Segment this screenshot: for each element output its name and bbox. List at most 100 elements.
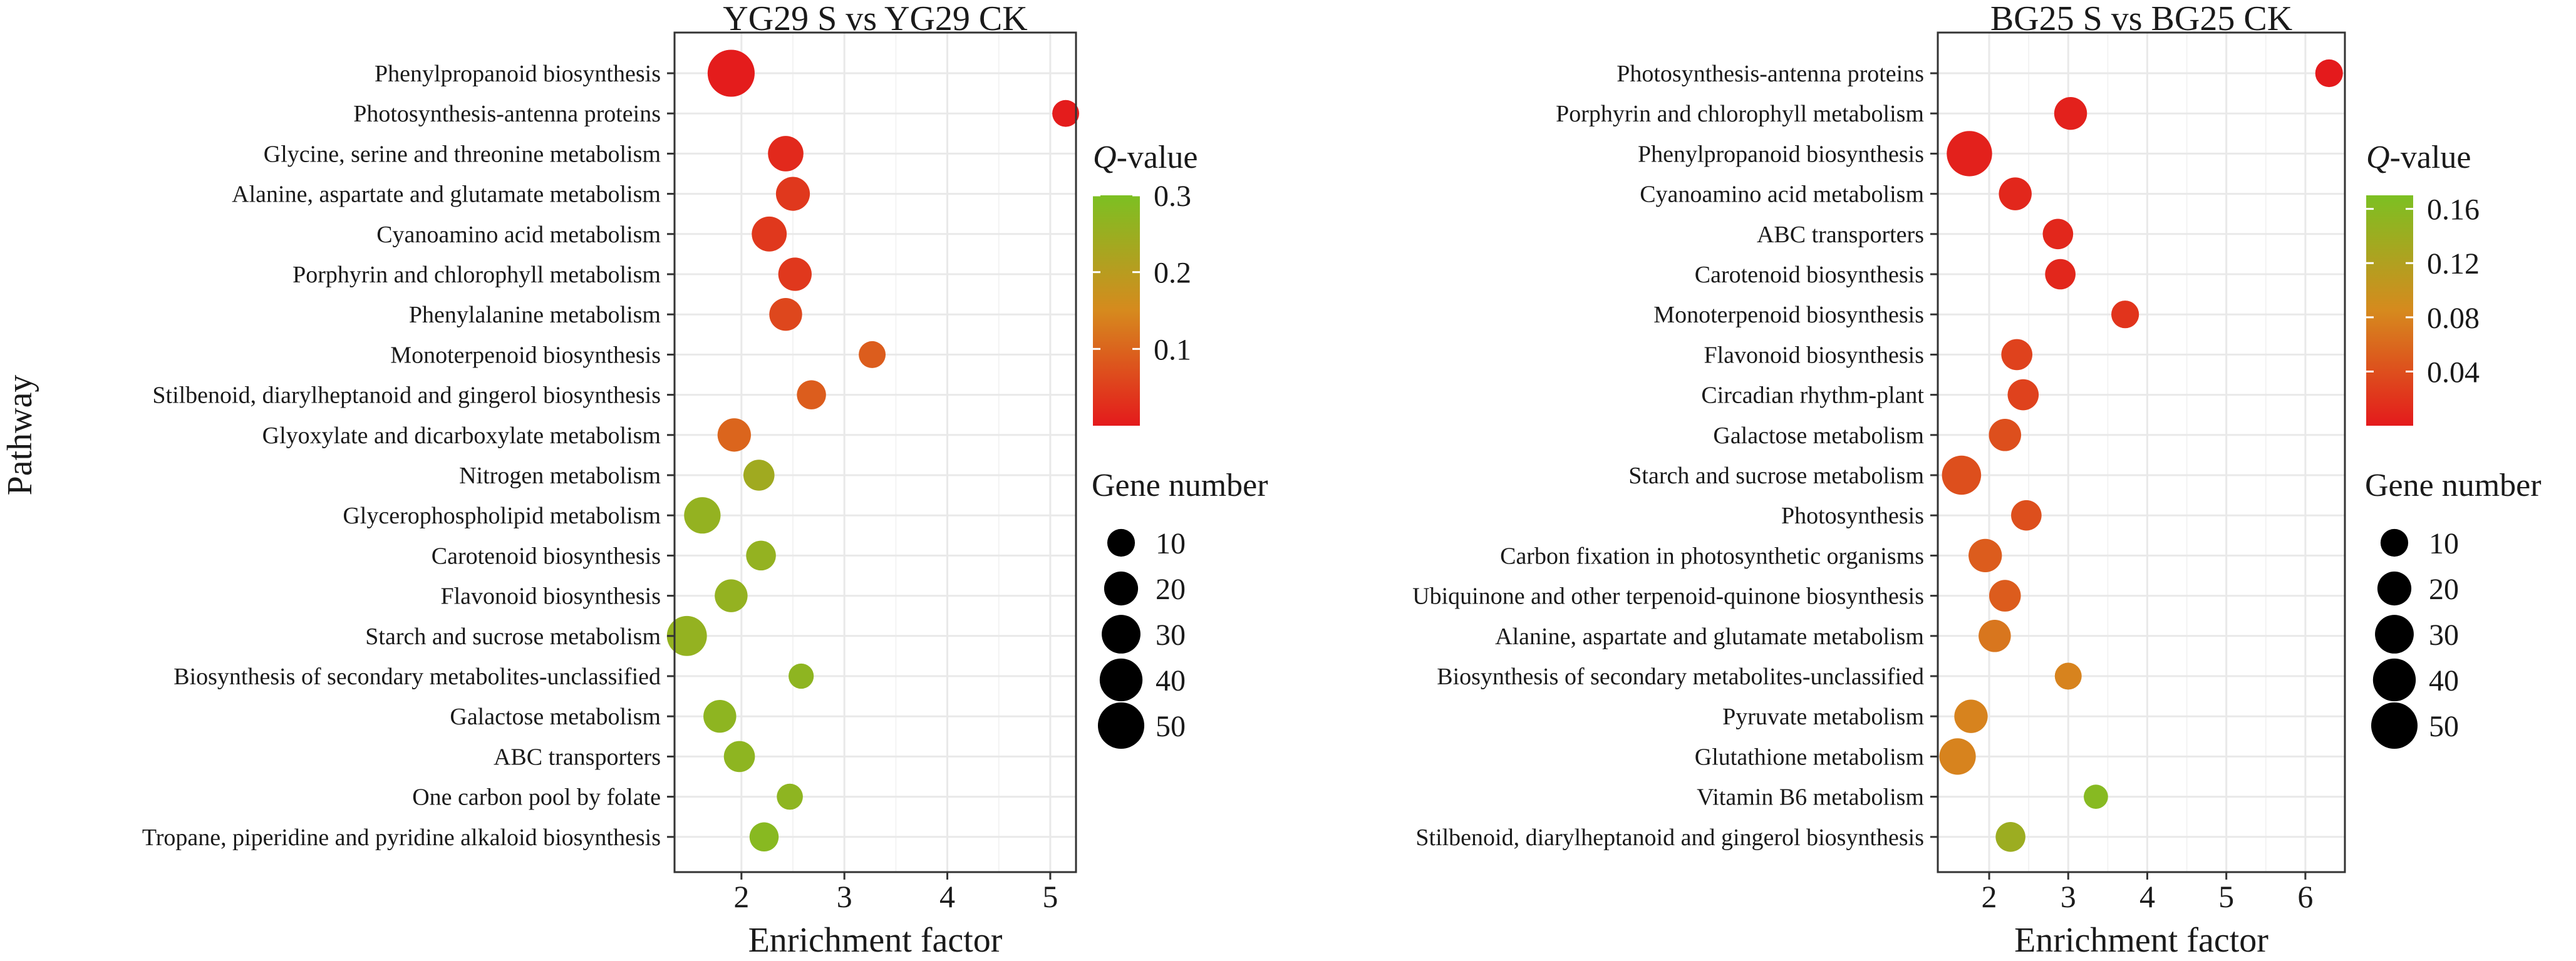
pathway-label: Phenylpropanoid biosynthesis [1638,141,1924,167]
pathway-label: Nitrogen metabolism [459,463,661,489]
data-point [703,699,737,733]
size-legend-title: Gene number [1092,468,1268,503]
x-axis-title: Enrichment factor [2014,921,2268,960]
data-point [2054,662,2082,690]
pathway-label: Starch and sucrose metabolism [365,624,661,650]
data-point [666,615,707,656]
x-tick-label: 4 [2139,879,2155,914]
size-legend-key [2372,658,2416,702]
x-tick-label: 4 [939,879,955,914]
data-point [769,297,802,331]
color-bar-label: 0.04 [2427,356,2480,389]
x-tick-label: 2 [1982,879,1997,914]
data-point [789,663,814,689]
pathway-label: Circadian rhythm-plant [1701,383,1924,409]
pathway-label: Glycerophospholipid metabolism [343,503,661,529]
size-legend-key [1097,702,1145,749]
data-point [777,783,803,810]
size-legend-label: 20 [1156,573,1186,606]
pathway-label: Carbon fixation in photosynthetic organi… [1500,543,1924,569]
x-tick-label: 6 [2297,879,2313,914]
color-bar-label: 0.08 [2427,302,2480,335]
pathway-label: Monoterpenoid biosynthesis [390,342,661,368]
size-legend-key [1104,571,1139,606]
data-point [2111,301,2139,329]
pathway-label: Stilbenoid, diarylheptanoid and gingerol… [152,383,661,409]
pathway-label: Carotenoid biosynthesis [432,543,661,569]
pathway-label: One carbon pool by folate [412,784,661,811]
pathway-label: Vitamin B6 metabolism [1697,784,1924,811]
pathway-label: Flavonoid biosynthesis [440,583,661,610]
size-legend-title: Gene number [2365,468,2542,503]
pathway-label: Biosynthesis of secondary metabolites-un… [1437,664,1924,690]
size-legend-label: 50 [2429,710,2459,743]
data-point [715,579,748,612]
color-legend-title: Q-value [1093,140,1198,175]
pathway-label: Cyanoamino acid metabolism [376,222,661,248]
pathway-label: Photosynthesis [1781,503,1924,529]
data-point [1968,538,2002,573]
pathway-label: Tropane, piperidine and pyridine alkaloi… [142,825,661,851]
data-point [1942,455,1982,495]
data-point [1999,177,2032,210]
size-legend-label: 40 [2429,664,2459,697]
data-point [778,257,812,291]
color-bar-label: 0.3 [1154,180,1191,213]
size-legend-key [2375,615,2414,654]
pathway-label: Photosynthesis-antenna proteins [353,101,661,127]
pathway-label: Glycine, serine and threonine metabolism [264,141,661,167]
size-legend-label: 30 [1156,619,1186,652]
color-bar-label: 0.16 [2427,193,2480,227]
pathway-label: Phenylpropanoid biosynthesis [375,61,661,87]
data-point [746,540,776,571]
size-legend-key [2380,528,2409,557]
data-point [1989,419,2022,451]
data-point [2001,339,2033,371]
data-point [768,136,804,172]
data-point [684,497,721,534]
plot-panel-border [1937,31,2346,873]
pathway-label: Galactose metabolism [450,704,661,730]
color-bar [2366,195,2413,426]
x-tick-label: 3 [2061,879,2076,914]
pathway-label: Cyanoamino acid metabolism [1640,182,1924,208]
pathway-label: ABC transporters [1757,222,1924,248]
pathway-label: Porphyrin and chlorophyll metabolism [292,262,661,288]
pathway-label: Porphyrin and chlorophyll metabolism [1556,101,1924,127]
data-point [1995,822,2025,852]
plot-panel-border [673,31,1077,873]
size-legend-key [2377,571,2412,606]
pathway-label: Stilbenoid, diarylheptanoid and gingerol… [1415,825,1924,851]
data-point [2084,784,2108,809]
pathway-label: Alanine, aspartate and glutamate metabol… [232,182,661,208]
pathway-label: Alanine, aspartate and glutamate metabol… [1495,624,1924,650]
data-point [1052,100,1080,127]
pathway-label: Biosynthesis of secondary metabolites-un… [173,664,661,690]
pathway-label: Flavonoid biosynthesis [1704,342,1924,368]
pathway-label: Glyoxylate and dicarboxylate metabolism [262,423,661,449]
color-bar-label: 0.2 [1154,257,1191,290]
size-legend-label: 10 [1156,527,1186,560]
data-point [1939,738,1976,775]
size-legend-label: 50 [1156,710,1186,743]
x-tick-label: 2 [733,879,749,914]
data-point [743,460,775,491]
size-legend-label: 40 [1156,664,1186,697]
color-legend-title-prefix: Q [1093,140,1117,175]
data-point [2315,59,2343,88]
data-point [859,341,886,368]
data-point [1979,620,2011,652]
data-point [2042,218,2074,250]
data-point [797,380,826,409]
y-axis-title: Pathway [1,375,39,496]
color-bar [1093,195,1140,426]
pathway-label: Starch and sucrose metabolism [1628,463,1924,489]
data-point [752,216,787,252]
data-point [2054,96,2087,130]
size-legend-label: 30 [2429,619,2459,652]
x-axis-title: Enrichment factor [748,921,1003,960]
size-legend-key [1099,658,1143,702]
color-legend-title-prefix: Q [2366,140,2390,175]
